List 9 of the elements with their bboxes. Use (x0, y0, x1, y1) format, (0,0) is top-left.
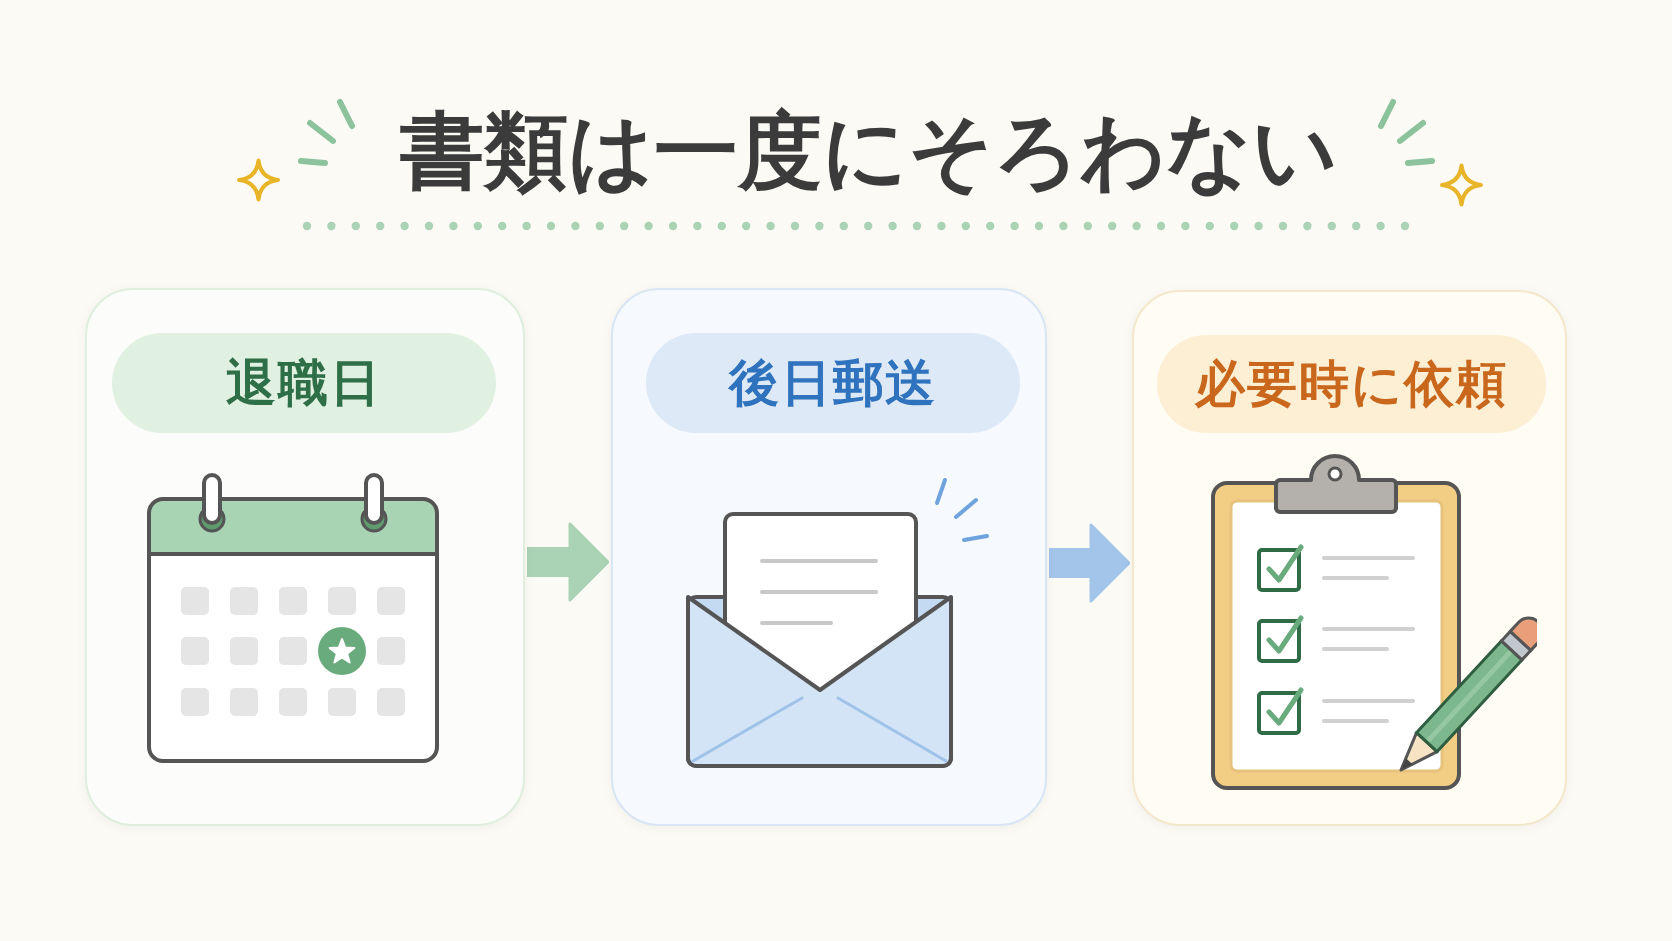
step-heading: 後日郵送 (646, 333, 1020, 433)
step-card (611, 288, 1047, 826)
title: 書類は一度にそろわない (399, 101, 1339, 202)
step-card (1132, 290, 1567, 826)
step-heading: 退職日 (112, 333, 496, 433)
flow-arrow (1049, 523, 1131, 603)
flow-arrow (527, 522, 610, 602)
step-heading: 必要時に依頼 (1157, 335, 1546, 433)
step-card (85, 288, 525, 826)
